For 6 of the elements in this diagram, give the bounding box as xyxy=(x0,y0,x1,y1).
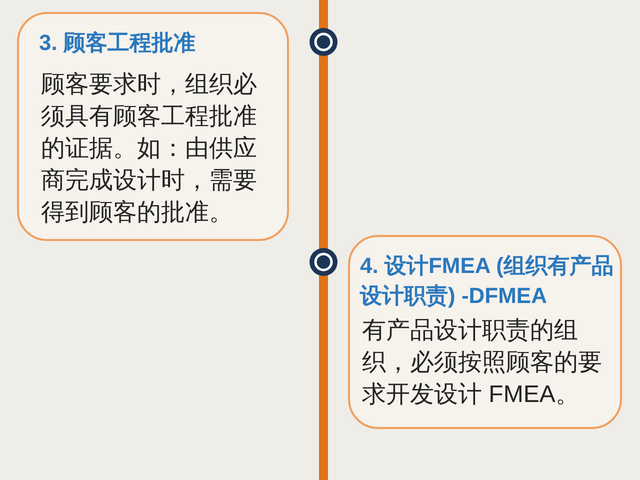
card-heading: 4. 设计FMEA (组织有产品设计职责) -DFMEA xyxy=(360,252,614,310)
card-text: 有产品设计职责的组织，必须按照顾客的要求开发设计 FMEA。 xyxy=(362,316,603,410)
card-text: 顾客要求时，组织必须具有顾客工程批准的证据。如：由供应商完成设计时，需要得到顾客的批准。 xyxy=(41,70,258,228)
card-heading: 3. 顾客工程批准 xyxy=(39,29,196,57)
text-card xyxy=(348,235,622,429)
text-card xyxy=(17,12,289,241)
